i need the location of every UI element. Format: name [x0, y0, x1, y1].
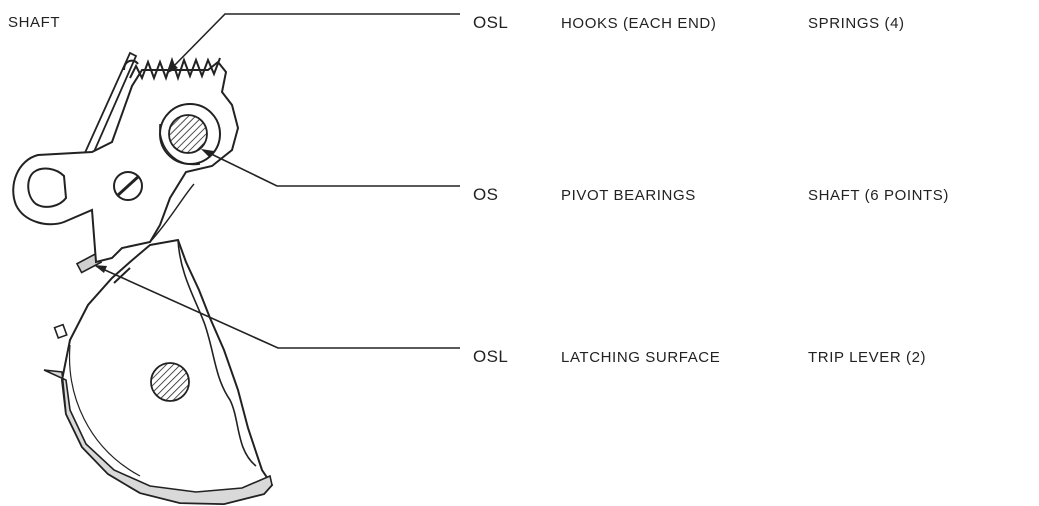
leader-springs — [167, 13, 460, 73]
arrow-pivot — [201, 149, 214, 158]
cam-shaft-section — [150, 362, 190, 402]
callout-1-code: OSL — [473, 13, 509, 32]
callout-1-point: HOOKS (EACH END) — [561, 15, 717, 32]
leader-lines — [95, 13, 460, 349]
leader-pivot — [202, 149, 460, 187]
rim-pin — [53, 323, 68, 340]
callout-3-code: OSL — [473, 347, 509, 366]
header-label: SHAFT — [8, 14, 61, 31]
trip-lever — [12, 60, 240, 264]
callout-1-part: SPRINGS (4) — [808, 15, 905, 32]
callout-2-code: OS — [473, 185, 499, 204]
spring-hook — [123, 59, 139, 71]
leader-latch — [95, 265, 460, 349]
callout-3-part: TRIP LEVER (2) — [808, 349, 927, 366]
screw-slot — [115, 174, 141, 198]
arrow-latch — [94, 265, 107, 273]
callout-3-point: LATCHING SURFACE — [561, 349, 721, 366]
callout-2-point: PIVOT BEARINGS — [561, 187, 696, 204]
arrow-springs — [166, 62, 178, 74]
leader-arrows — [94, 62, 214, 273]
callout-2-part: SHAFT (6 POINTS) — [808, 187, 950, 204]
pivot-shaft-section — [168, 114, 208, 154]
